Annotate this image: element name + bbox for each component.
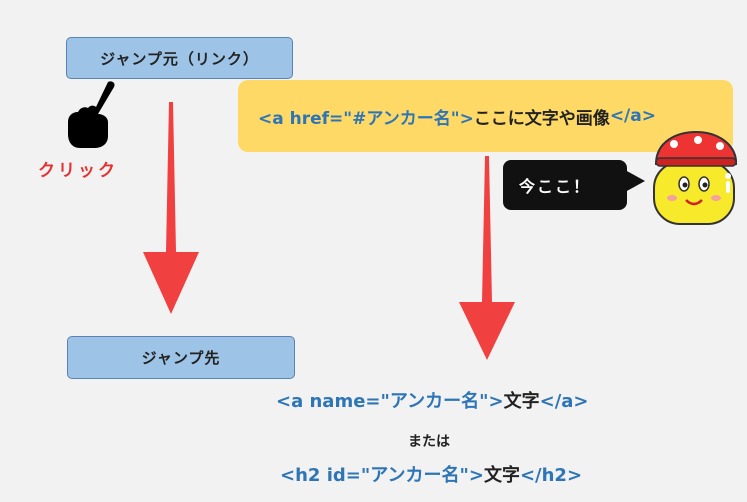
h2-close-tag: </h2> — [519, 465, 583, 486]
link-text: ここに文字や画像 — [473, 108, 610, 129]
mascot-icon — [653, 130, 737, 225]
bubble-text: 今ここ！ — [519, 177, 592, 196]
pointing-hand-icon — [68, 81, 115, 148]
jump-target-label: ジャンプ先 — [141, 349, 221, 367]
link-open-tag: <a href="#アンカー名"> — [258, 108, 474, 129]
link-close-tag: </a> — [609, 106, 656, 126]
h2-open-tag: <h2 id="アンカー名"> — [280, 465, 484, 486]
h2-text: 文字 — [483, 465, 520, 486]
or-text: または — [408, 434, 450, 450]
current-position-bubble: 今ここ！ — [503, 160, 627, 210]
down-arrow-icon — [459, 156, 515, 360]
jump-source-label: ジャンプ元（リンク） — [100, 49, 259, 68]
jump-source-box: ジャンプ元（リンク） — [66, 37, 293, 79]
anchor-open-tag: <a name="アンカー名"> — [276, 391, 504, 412]
jump-target-box: ジャンプ先 — [67, 336, 295, 379]
link-code-banner: <a href="#アンカー名"> ここに文字や画像 </a> — [238, 80, 733, 152]
bubble-tail — [625, 170, 645, 192]
down-arrow-icon — [143, 102, 199, 314]
anchor-close-tag: </a> — [539, 391, 589, 412]
anchor-code-line: <a name="アンカー名">文字</a> — [276, 387, 589, 413]
click-label: クリック — [38, 161, 118, 181]
anchor-text: 文字 — [503, 391, 540, 412]
h2-code-line: <h2 id="アンカー名">文字</h2> — [280, 461, 582, 487]
